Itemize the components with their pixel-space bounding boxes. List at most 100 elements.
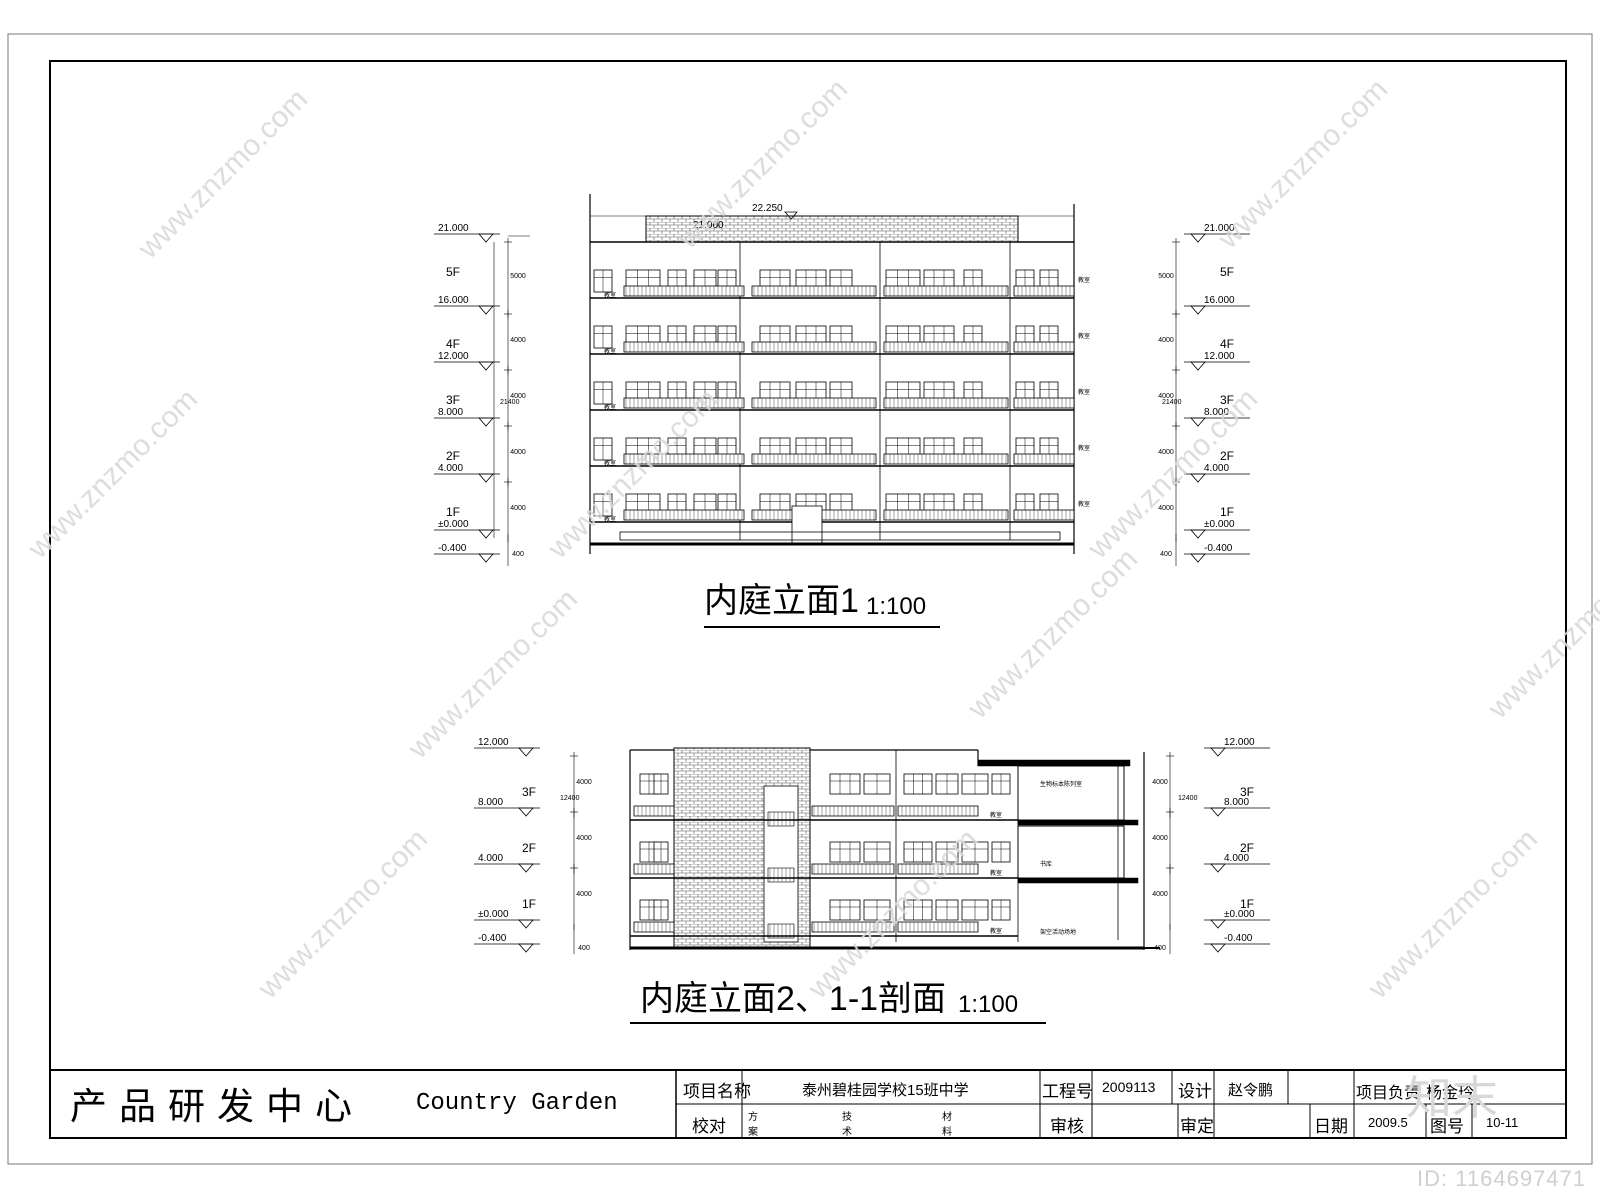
floor-height-dim: 5000 <box>510 273 526 280</box>
base-dim: 400 <box>578 945 590 952</box>
stair-railing <box>767 867 795 883</box>
floor-label: 4F <box>446 337 460 351</box>
balcony-railing <box>751 285 877 297</box>
floor-label: 5F <box>1220 265 1234 279</box>
brand-logo-watermark: 知末 <box>1406 1072 1498 1124</box>
elevation-value: 21.000 <box>438 223 469 234</box>
balcony-railing <box>883 341 1009 353</box>
elevation-value: 8.000 <box>478 797 503 808</box>
elevation-marker <box>1210 943 1226 953</box>
elevation-value: -0.400 <box>478 933 507 944</box>
stair-railing <box>767 811 795 827</box>
elevation-2-title: 内庭立面2、1-1剖面 <box>640 980 946 1018</box>
stair-railing <box>767 923 795 939</box>
elevation-value: 4.000 <box>1224 853 1249 864</box>
room-label: 教室 <box>1078 444 1090 452</box>
room-label: 教室 <box>990 811 1002 819</box>
elevation-value: 16.000 <box>438 295 469 306</box>
elevation-value: 12.000 <box>1204 351 1235 362</box>
elevation-marker <box>1210 807 1226 817</box>
designer-name: 赵令鹏 <box>1228 1082 1274 1099</box>
drawing-no-label: 图号 <box>1430 1117 1464 1136</box>
balcony-railing <box>623 341 745 353</box>
top-level-marker <box>784 211 798 220</box>
floor-height-dim: 4000 <box>1152 835 1168 842</box>
plinth <box>619 531 1061 541</box>
parapet-level-value: 21.000 <box>693 220 724 231</box>
section-slab <box>1017 819 1139 826</box>
floor-label: 4F <box>1220 337 1234 351</box>
balcony-railing <box>811 921 895 933</box>
elevation-marker <box>518 943 534 953</box>
project-lead-label: 项目负责 <box>1356 1085 1421 1102</box>
balcony-railing <box>623 509 745 521</box>
elevation-marker <box>518 747 534 757</box>
floor-height-dim: 4000 <box>1158 449 1174 456</box>
elevation-marker <box>478 473 494 483</box>
elevation-value: 8.000 <box>1204 407 1229 418</box>
floor-height-dim: 4000 <box>510 449 526 456</box>
elevation-marker <box>478 361 494 371</box>
total-height-dim: 12400 <box>1178 795 1198 802</box>
room-label: 教室 <box>990 869 1002 877</box>
floor-height-dim: 4000 <box>1152 779 1168 786</box>
section-slab-roof <box>977 759 1131 767</box>
floor-height-dim: 4000 <box>1152 891 1168 898</box>
design-label: 设计 <box>1178 1082 1212 1101</box>
window <box>903 841 933 863</box>
site-watermark: www.znzmo.com <box>21 382 204 565</box>
elevation-marker <box>518 863 534 873</box>
room-label: 教室 <box>604 347 616 355</box>
elevation-marker <box>478 233 494 243</box>
section-room-label: 架空活动场地 <box>1040 928 1076 936</box>
room-label: 教室 <box>1078 276 1090 284</box>
elevation-value: 16.000 <box>1204 295 1235 306</box>
elevation-1-scale: 1:100 <box>866 593 926 620</box>
balcony-railing <box>1013 453 1075 465</box>
balcony-railing <box>883 453 1009 465</box>
elevation-value: 12.000 <box>1224 737 1255 748</box>
elevation-value: ±0.000 <box>438 519 469 530</box>
window <box>829 841 861 863</box>
balcony-railing <box>623 397 745 409</box>
sheet-outer-border <box>7 33 1593 1165</box>
elevation-marker <box>1190 305 1206 315</box>
elevation-1: 22.25021.000教室教室教室教室教室教室教室教室教室教室21.0005F… <box>434 194 1250 566</box>
floor-label: 2F <box>1220 449 1234 463</box>
floor-height-dim: 4000 <box>1158 505 1174 512</box>
elevation-marker <box>1190 529 1206 539</box>
balcony-railing <box>623 285 745 297</box>
floor-label: 1F <box>522 897 536 911</box>
site-watermark: www.znzmo.com <box>251 822 434 1005</box>
balcony-railing <box>883 285 1009 297</box>
company-name-cn: 产品研发中心 <box>70 1086 364 1127</box>
check-label: 校对 <box>692 1117 726 1136</box>
elevation-value: 12.000 <box>478 737 509 748</box>
balcony-railing <box>883 509 1009 521</box>
section-room-label: 生物标本陈列室 <box>1040 780 1082 788</box>
site-watermark: www.znzmo.com <box>961 542 1144 725</box>
date-label: 日期 <box>1314 1117 1348 1136</box>
balcony-railing <box>1013 341 1075 353</box>
room-label: 教室 <box>604 291 616 299</box>
floor-height-dim: 4000 <box>510 393 526 400</box>
floor-label: 2F <box>1240 841 1254 855</box>
section-room-3f <box>1017 765 1125 821</box>
scheme-label: 方案 <box>748 1112 758 1138</box>
balcony-railing <box>897 863 979 875</box>
balcony-railing <box>1013 285 1075 297</box>
elevation-value: 21.000 <box>1204 223 1235 234</box>
elevation-marker <box>1210 919 1226 929</box>
elevation-marker <box>478 553 494 563</box>
roof-parapet <box>645 215 1019 243</box>
floor-label: 2F <box>446 449 460 463</box>
material-label: 材料 <box>942 1112 952 1138</box>
elevation-value: ±0.000 <box>1224 909 1255 920</box>
floor-height-dim: 4000 <box>510 505 526 512</box>
project-name: 泰州碧桂园学校15班中学 <box>802 1082 969 1099</box>
title-block-grid <box>50 1069 1566 1138</box>
site-watermark: www.znzmo.com <box>1211 72 1394 255</box>
drawing-no: 10-11 <box>1486 1115 1519 1130</box>
floor-label: 1F <box>446 505 460 519</box>
floor-label: 5F <box>446 265 460 279</box>
